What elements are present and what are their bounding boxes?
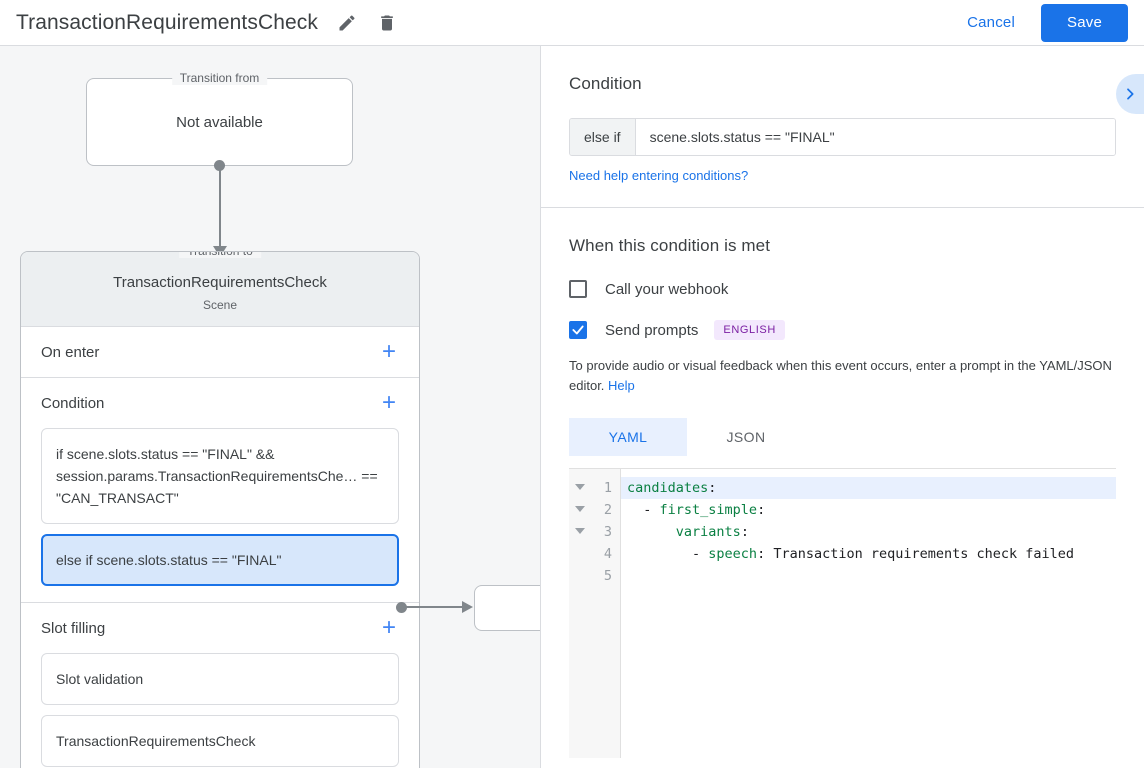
scene-card-header[interactable]: TransactionRequirementsCheck Scene [21,252,419,327]
transition-from-legend: Transition from [171,71,268,85]
add-on-enter-icon[interactable]: + [381,338,396,365]
yaml-key: candidates [627,480,709,496]
webhook-checkbox-row[interactable]: Call your webhook [569,280,1116,298]
slot-filling-item[interactable]: TransactionRequirementsCheck [41,715,399,767]
app-header: TransactionRequirementsCheck Cancel Save [0,0,1144,46]
editor-code-line[interactable]: - first_simple: [627,502,766,518]
section-slot-filling-title: Slot filling [41,619,106,637]
panel-divider [541,207,1144,208]
condition-input-row[interactable]: else if scene.slots.status == "FINAL" [569,118,1116,156]
connector-line-horizontal [404,606,466,608]
scene-card-name: TransactionRequirementsCheck [113,274,327,291]
section-slot-filling-header: Slot filling + [21,603,419,653]
pencil-icon[interactable] [336,12,358,34]
tab-json[interactable]: JSON [726,429,766,445]
section-on-enter: On enter + [21,327,419,378]
next-node-card[interactable] [474,585,540,631]
editor-line-number: 5 [603,568,612,584]
condition-item-selected[interactable]: else if scene.slots.status == "FINAL" [41,534,399,586]
chevron-right-icon[interactable] [1116,74,1144,114]
section-condition-body: if scene.slots.status == "FINAL" && sess… [21,428,419,602]
outgoing-connector-dot [396,602,407,613]
yaml-key: first_simple [659,502,758,518]
send-prompts-checkbox-row[interactable]: Send prompts ENGLISH [569,320,1116,340]
language-badge: ENGLISH [714,320,785,340]
transition-from-value: Not available [176,113,263,131]
yaml-key: speech [708,546,758,562]
editor-code-line[interactable] [621,565,1116,587]
send-prompts-checkbox-label: Send prompts [605,321,699,339]
editor-line-number: 4 [603,546,612,562]
when-condition-met-heading: When this condition is met [569,236,771,255]
save-button[interactable]: Save [1041,3,1128,42]
fold-triangle-icon[interactable] [575,528,585,534]
add-condition-icon[interactable]: + [381,389,396,416]
section-slot-filling: Slot filling + Slot validation Transacti… [21,603,419,768]
transition-to-legend: Transition to [179,252,261,258]
condition-heading: Condition [569,74,642,93]
editor-line-number: 2 [569,499,620,521]
editor-format-tabs: YAML JSON [569,418,1116,456]
connector-arrow-right [462,601,473,613]
condition-operator-label: else if [570,119,636,155]
fold-triangle-icon[interactable] [575,484,585,490]
editor-code-line[interactable]: variants: [675,524,749,540]
when-condition-met-block: When this condition is met Call your web… [541,208,1144,768]
editor-code-line[interactable]: candidates: [621,477,1116,499]
condition-block: Condition else if scene.slots.status == … [541,46,1144,207]
details-panel: Condition else if scene.slots.status == … [540,46,1144,768]
send-prompts-checkbox[interactable] [569,321,587,339]
flow-canvas[interactable]: Transition from Not available Transition… [0,46,540,768]
editor-code-line[interactable]: - speech: Transaction requirements check… [627,546,1075,562]
section-slot-filling-body: Slot validation TransactionRequirementsC… [21,653,419,768]
condition-expression-input[interactable]: scene.slots.status == "FINAL" [635,119,1115,155]
trash-icon[interactable] [376,12,398,34]
section-condition-title: Condition [41,394,105,412]
yaml-key: variants [675,524,741,540]
slot-filling-item[interactable]: Slot validation [41,653,399,705]
prompt-description: To provide audio or visual feedback when… [569,356,1116,396]
section-condition: Condition + if scene.slots.status == "FI… [21,378,419,603]
tab-yaml[interactable]: YAML [569,418,687,456]
condition-item[interactable]: if scene.slots.status == "FINAL" && sess… [41,428,399,524]
section-on-enter-header: On enter + [21,327,419,377]
cancel-button[interactable]: Cancel [955,6,1027,39]
add-slot-filling-icon[interactable]: + [381,614,396,641]
webhook-checkbox-label: Call your webhook [605,280,729,298]
condition-help-link[interactable]: Need help entering conditions? [569,168,749,183]
connector-line-vertical [219,165,221,253]
scene-card-subtitle: Scene [202,298,238,312]
section-on-enter-title: On enter [41,343,100,361]
page-title: TransactionRequirementsCheck [16,10,318,34]
editor-line-number: 1 [569,477,620,499]
editor-code-area[interactable]: candidates: - first_simple: variants: - … [621,469,1116,758]
section-condition-header: Condition + [21,378,419,428]
scene-card: Transition to TransactionRequirementsChe… [20,251,420,768]
prompt-help-link[interactable]: Help [608,378,635,393]
prompt-description-text: To provide audio or visual feedback when… [569,358,1112,393]
editor-line-number: 3 [569,521,620,543]
fold-triangle-icon[interactable] [575,506,585,512]
webhook-checkbox[interactable] [569,280,587,298]
transition-from-card: Transition from Not available [86,71,353,166]
